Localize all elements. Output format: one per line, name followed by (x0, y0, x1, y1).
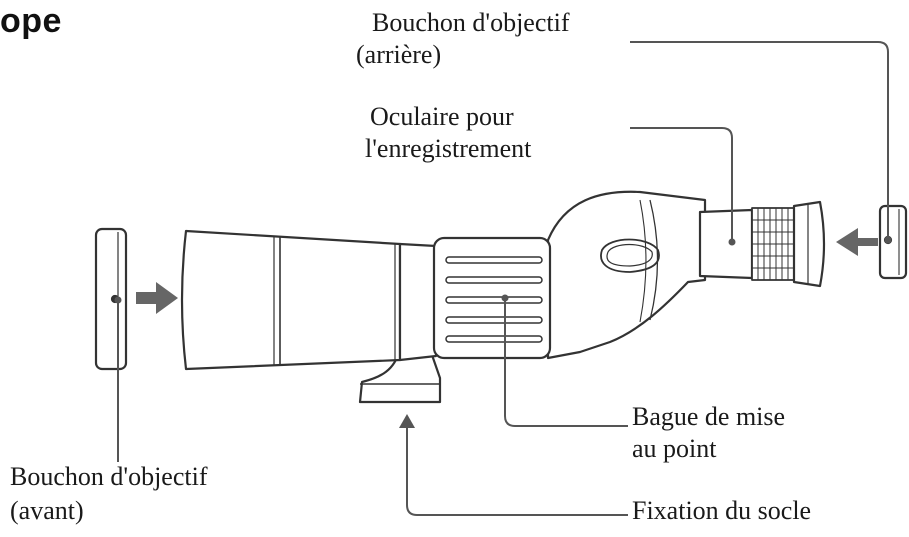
leader-eyepiece (630, 127, 733, 242)
eyepiece-label-line1: Oculaire pour (370, 102, 514, 131)
page-title: ope (0, 2, 62, 40)
eyepiece (698, 200, 826, 288)
focus-ring-label-line1: Bague de mise (632, 402, 786, 431)
eyepiece-label-line2: l'enregistrement (365, 134, 532, 163)
mount-base (358, 353, 442, 404)
rear-cap-arrow (836, 228, 878, 256)
leader-rear-cap (630, 41, 889, 240)
rear-lens-cap (878, 204, 908, 280)
focus-ring-label-line2: au point (632, 434, 717, 463)
front-cap-arrow (136, 282, 178, 314)
mount-base-label: Fixation du socle (632, 496, 812, 525)
focus-ring (432, 236, 552, 360)
rear-cap-label-line2: (arrière) (356, 40, 442, 69)
leader-focus-ring (504, 298, 628, 427)
front-cap-label-line2: (avant) (10, 496, 84, 525)
rear-cap-label-line1: Bouchon d'objectif (372, 8, 570, 37)
prism-housing (546, 190, 707, 360)
objective-barrel (180, 229, 438, 371)
front-cap-label-line1: Bouchon d'objectif (10, 462, 208, 491)
front-lens-cap (94, 227, 128, 371)
leader-mount-base (406, 418, 628, 516)
